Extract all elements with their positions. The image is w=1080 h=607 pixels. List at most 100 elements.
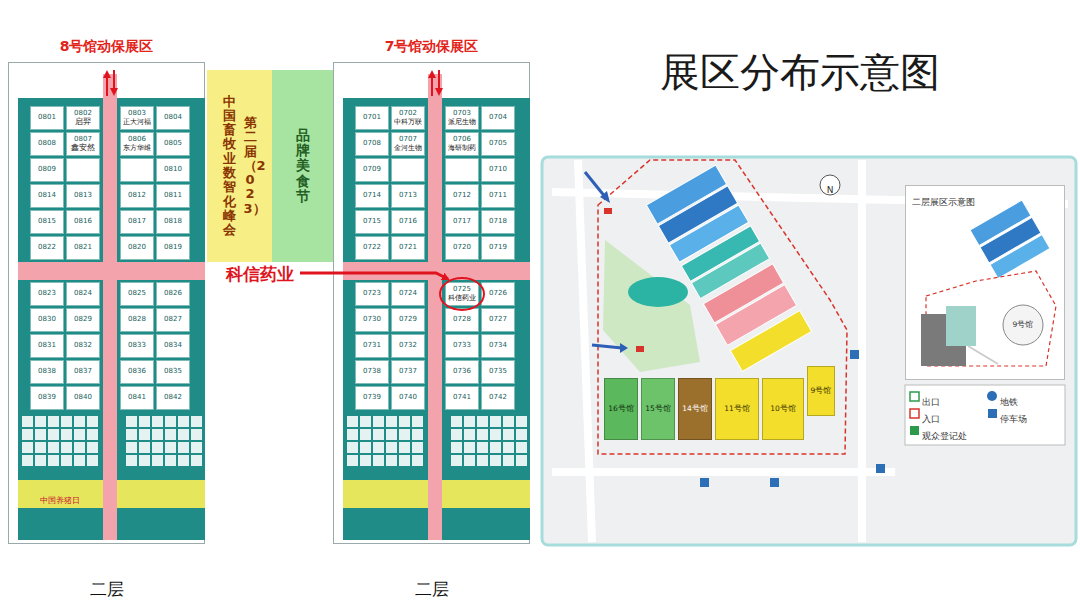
legend-text: 地铁 xyxy=(1000,397,1018,407)
booth: 0708 xyxy=(355,132,389,156)
booth-number: 0813 xyxy=(74,192,92,200)
booth: 0727 xyxy=(481,308,515,332)
booth-number: 0826 xyxy=(164,290,182,298)
company-name: 科信药业 xyxy=(448,294,476,303)
legend-entry: 停车场 xyxy=(1000,407,1070,421)
booth: 0805 xyxy=(156,132,190,156)
booth-number: 0817 xyxy=(128,218,146,226)
booth: 0725科信药业 xyxy=(445,282,479,306)
booth: 0836 xyxy=(120,360,154,384)
booth: 0712 xyxy=(445,184,479,208)
booth: 0736 xyxy=(445,360,479,384)
booth: 0707金河生物 xyxy=(391,132,425,156)
booth-number: 0710 xyxy=(489,166,507,174)
booth: 0715 xyxy=(355,210,389,234)
small-booth xyxy=(22,416,33,427)
hall-number: 9号馆 xyxy=(1013,321,1034,329)
booth-number: 0810 xyxy=(164,166,182,174)
hall-number: 14号馆 xyxy=(682,405,708,413)
booth-number: 0728 xyxy=(453,316,471,324)
map-title: 展区分布示意图 xyxy=(660,49,940,95)
empty-booth xyxy=(120,158,154,182)
small-booth xyxy=(516,442,527,453)
floor-label: 二层 xyxy=(90,579,124,599)
small-booth xyxy=(126,442,137,453)
booth: 0702中科万联 xyxy=(391,106,425,130)
small-booth xyxy=(464,429,475,440)
small-booth xyxy=(347,429,358,440)
booth: 0814 xyxy=(30,184,64,208)
exhibition-hall: 7号馆动保展区二层07010702中科万联0703派尼生物07040708070… xyxy=(333,34,530,606)
small-booth xyxy=(477,455,488,466)
booth-number: 0709 xyxy=(363,166,381,174)
booth-number: 0731 xyxy=(363,342,381,350)
booth-number: 0804 xyxy=(164,114,182,122)
small-booth xyxy=(87,455,98,466)
small-booth xyxy=(61,455,72,466)
booth-number: 0714 xyxy=(363,192,381,200)
booth: 0842 xyxy=(156,386,190,410)
booth: 0813 xyxy=(66,184,100,208)
booth: 0832 xyxy=(66,334,100,358)
small-booth xyxy=(152,429,163,440)
booth: 0716 xyxy=(391,210,425,234)
small-booth xyxy=(451,416,462,427)
aisle xyxy=(428,74,442,540)
booth-number: 0718 xyxy=(489,218,507,226)
booth-number: 0738 xyxy=(363,368,381,376)
booth: 0721 xyxy=(391,236,425,260)
empty-booth xyxy=(391,158,425,182)
booth-number: 0828 xyxy=(128,316,146,324)
booth: 0801 xyxy=(30,106,64,130)
small-booth xyxy=(451,429,462,440)
booth-number: 0734 xyxy=(489,342,507,350)
booth: 0829 xyxy=(66,308,100,332)
map-hall: 16号馆 xyxy=(604,378,638,440)
booth: 0701 xyxy=(355,106,389,130)
booth: 0731 xyxy=(355,334,389,358)
inset-panel: 二层展区示意图 9号馆 xyxy=(905,185,1065,380)
small-booth xyxy=(399,455,410,466)
small-booth xyxy=(139,429,150,440)
floor-label: 二层 xyxy=(415,579,449,599)
booth: 0822 xyxy=(30,236,64,260)
booth: 0821 xyxy=(66,236,100,260)
booth-number: 0840 xyxy=(74,394,92,402)
booth-number: 0733 xyxy=(453,342,471,350)
small-booth xyxy=(139,442,150,453)
booth-number: 0705 xyxy=(489,140,507,148)
booth-number: 0815 xyxy=(38,218,56,226)
small-booth xyxy=(503,442,514,453)
booth-number: 0721 xyxy=(399,244,417,252)
booth-number: 0716 xyxy=(399,218,417,226)
hall-title: 8号馆动保展区 xyxy=(60,38,154,54)
small-booth xyxy=(74,442,85,453)
booth-number: 0836 xyxy=(128,368,146,376)
booth-number: 0827 xyxy=(164,316,182,324)
booth-number: 0820 xyxy=(128,244,146,252)
booth: 0704 xyxy=(481,106,515,130)
small-booth xyxy=(373,442,384,453)
label-wrap: 科信药业 xyxy=(226,263,298,285)
inset-title: 二层展区示意图 xyxy=(912,197,975,207)
band-label: 中国养猪日 xyxy=(40,496,80,505)
booth: 0730 xyxy=(355,308,389,332)
booth: 0732 xyxy=(391,334,425,358)
small-booth xyxy=(477,429,488,440)
hall-number: 16号馆 xyxy=(608,405,634,413)
hall-title: 7号馆动保展区 xyxy=(385,38,479,54)
small-booth xyxy=(152,442,163,453)
booth-number: 0715 xyxy=(363,218,381,226)
booth-number: 0740 xyxy=(399,394,417,402)
booth-number: 0725 xyxy=(453,286,471,294)
booth-number: 0706 xyxy=(453,136,471,144)
booth-number: 0812 xyxy=(128,192,146,200)
booth-number: 0842 xyxy=(164,394,182,402)
small-booth xyxy=(165,442,176,453)
booth-number: 0833 xyxy=(128,342,146,350)
small-booth xyxy=(516,416,527,427)
booth-number: 0829 xyxy=(74,316,92,324)
booth: 0816 xyxy=(66,210,100,234)
booth: 0834 xyxy=(156,334,190,358)
small-booth xyxy=(48,416,59,427)
